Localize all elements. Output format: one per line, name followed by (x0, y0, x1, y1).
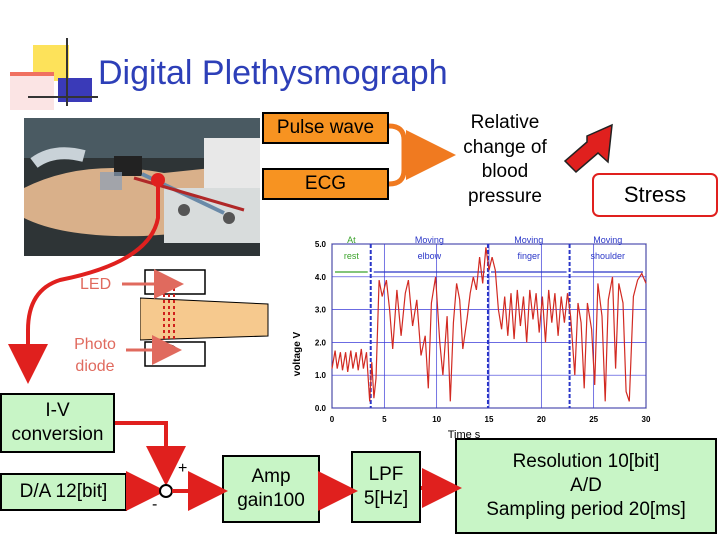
relative-change-label: Relative change of blood pressure (463, 112, 547, 208)
da-converter-box: D/A 12[bit] (0, 473, 127, 511)
page-title: Digital Plethysmograph (98, 54, 448, 92)
corner-decoration (0, 0, 100, 110)
y-tick-label: 5.0 (315, 240, 327, 249)
y-tick-label: 3.0 (315, 306, 327, 315)
x-tick-label: 15 (485, 415, 494, 424)
x-tick-label: 10 (432, 415, 441, 424)
minus-sign: - (152, 496, 158, 513)
stress-box: Stress (592, 173, 718, 217)
voltage-trace (331, 247, 647, 402)
y-axis-label: voltage V (292, 331, 303, 376)
pulse-wave-box: Pulse wave (262, 112, 389, 144)
led-label: LED (80, 276, 112, 293)
ad-converter-box: Resolution 10[bit] A/D Sampling period 2… (455, 438, 717, 534)
segment-label: Moving (514, 235, 543, 245)
y-tick-label: 4.0 (315, 273, 327, 282)
sensor-photo (24, 118, 260, 256)
amp-box: Amp gain100 (222, 455, 320, 523)
segment-label: finger (518, 251, 541, 261)
segment-label: shoulder (591, 251, 626, 261)
segment-label: At (347, 235, 356, 245)
x-axis-label: Time s (448, 429, 481, 441)
segment-label: Moving (415, 235, 444, 245)
sensor-schematic (139, 262, 270, 377)
x-tick-label: 25 (589, 415, 598, 424)
x-tick-label: 30 (642, 415, 651, 424)
x-tick-label: 0 (330, 415, 335, 424)
photo-diode-label: Photo diode (74, 336, 116, 376)
y-tick-label: 0.0 (315, 404, 327, 413)
voltage-chart: voltage V Time s 0.0 1.0 2.0 3.0 4.0 5.0 0 5 10 1… (288, 232, 660, 442)
segment-label: elbow (418, 251, 442, 261)
x-tick-label: 20 (537, 415, 546, 424)
x-tick-label: 5 (382, 415, 387, 424)
iv-conversion-box: I-V conversion (0, 393, 115, 453)
y-tick-label: 2.0 (315, 338, 327, 347)
ecg-box: ECG (262, 168, 389, 200)
segment-label: Moving (593, 235, 622, 245)
y-tick-label: 1.0 (315, 371, 327, 380)
lpf-box: LPF 5[Hz] (351, 451, 421, 523)
chart-svg: voltage V Time s 0.0 1.0 2.0 3.0 4.0 5.0 0 5 10 1… (292, 235, 651, 441)
plus-sign: + (178, 460, 188, 477)
segment-label: rest (344, 251, 360, 261)
